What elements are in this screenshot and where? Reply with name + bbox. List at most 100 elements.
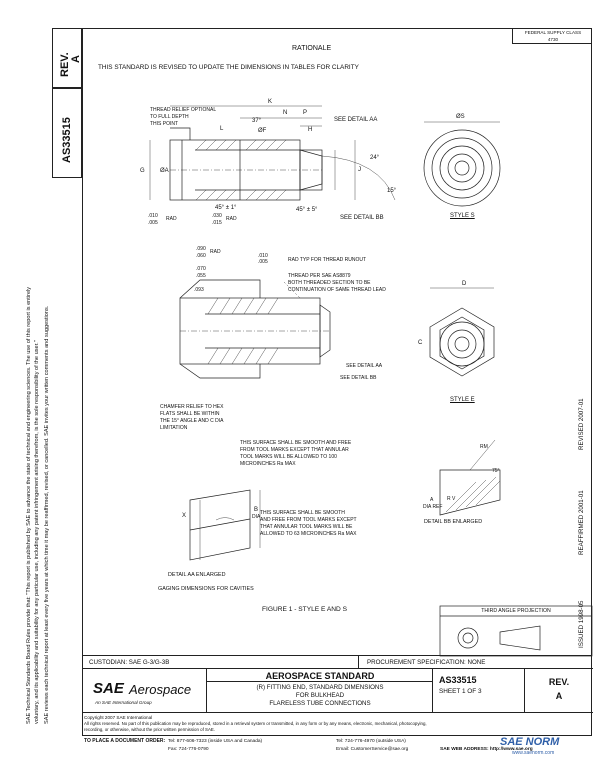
procurement: PROCUREMENT SPECIFICATION: NONE bbox=[367, 659, 486, 666]
dim-15deg: 15° bbox=[387, 188, 397, 194]
dim-phi-f: ØF bbox=[258, 128, 267, 134]
note-surface1-4: MICROINCHES Ra MAX bbox=[240, 461, 296, 467]
title-block: CUSTODIAN: SAE G-3/G-3B PROCUREMENT SPEC… bbox=[82, 656, 593, 736]
title-rev-value: A bbox=[555, 691, 563, 701]
dim-p: P bbox=[303, 110, 308, 116]
dim-h: H bbox=[308, 127, 313, 133]
note-surface2-2: AND FREE FROM TOOL MARKS EXCEPT bbox=[260, 517, 357, 523]
title-cell: AEROSPACE STANDARD (R) FITTING END, STAN… bbox=[207, 669, 433, 713]
note-continuation: CONTINUATION OF SAME THREAD LEAD bbox=[288, 287, 386, 293]
dim-l: L bbox=[220, 126, 224, 132]
sheet-number: SHEET 1 OF 3 bbox=[439, 688, 482, 695]
footer-order-label: TO PLACE A DOCUMENT ORDER: bbox=[84, 738, 166, 744]
description-2: FOR BULKHEAD bbox=[295, 692, 345, 699]
label-style-s: STYLE S bbox=[450, 213, 475, 219]
dim-phi-s: ØS bbox=[456, 114, 465, 120]
description-3: FLARELESS TUBE CONNECTIONS bbox=[269, 700, 371, 707]
dim-k: K bbox=[268, 99, 273, 105]
dim-c: C bbox=[418, 340, 423, 346]
label-detail-bb: DETAIL BB ENLARGED bbox=[424, 519, 483, 525]
dim-a: A bbox=[430, 497, 434, 503]
label-detail-aa: DETAIL AA ENLARGED bbox=[168, 572, 226, 578]
label-gaging: GAGING DIMENSIONS FOR CAVITIES bbox=[158, 586, 254, 592]
dim-n: N bbox=[283, 110, 288, 116]
dim-d: D bbox=[462, 281, 467, 287]
note-surface2-4: ALLOWED TO 63 MICROINCHES Ra MAX bbox=[260, 531, 357, 537]
dim-010-mid: .010 bbox=[258, 253, 268, 259]
note-full-depth: TO FULL DEPTH bbox=[150, 114, 189, 120]
dim-b: B bbox=[254, 507, 259, 513]
dim-rad-word-2: RAD bbox=[226, 216, 237, 222]
doc-number-cell: AS33515 SHEET 1 OF 3 bbox=[433, 669, 525, 713]
dim-dia-ref: DIA REF bbox=[423, 504, 443, 510]
footer-tel-2: Tel: 724-776-4970 (outside USA) bbox=[336, 739, 406, 744]
logo-tagline: An SAE International Group bbox=[95, 700, 152, 705]
note-thread-relief: THREAD RELIEF OPTIONAL bbox=[150, 107, 217, 113]
drawing-frame bbox=[82, 28, 592, 656]
rationale-title: RATIONALE bbox=[292, 45, 332, 52]
note-rad-typ: RAD TYP FOR THREAD RUNOUT bbox=[288, 257, 367, 263]
figure-caption: FIGURE 1 - STYLE E AND S bbox=[262, 606, 348, 613]
dim-070: .070 bbox=[196, 266, 206, 272]
footer-email: Email: CustomerService@sae.org bbox=[336, 747, 409, 752]
dim-45deg-a: 45° ± 1° bbox=[215, 205, 237, 211]
footer-web: SAE WEB ADDRESS: http://www.sae.org bbox=[440, 747, 533, 752]
footer-fax: Fax: 724-776-0790 bbox=[168, 747, 209, 752]
dim-rad-015: .015 bbox=[212, 220, 222, 226]
rev-cell: REV. A bbox=[525, 669, 593, 713]
note-chamfer-2: FLATS SHALL BE WITHIN bbox=[160, 411, 220, 417]
footer-rights: All rights reserved. No part of this pub… bbox=[84, 721, 427, 726]
standard-title: AEROSPACE STANDARD bbox=[265, 671, 375, 681]
note-surface2-3: THAT ANNULAR TOOL MARKS WILL BE bbox=[260, 524, 353, 530]
footer-tel-1: Tel: 877-606-7323 (inside USA and Canada… bbox=[168, 739, 263, 744]
dim-090: .090 bbox=[196, 246, 206, 252]
dim-37deg: 37° bbox=[252, 118, 262, 124]
dim-rad-030: .030 bbox=[212, 213, 222, 219]
sidebar-rev-box: REV. A bbox=[52, 28, 82, 88]
note-see-detail-aa: SEE DETAIL AA bbox=[346, 363, 383, 369]
note-surface2-1: THIS SURFACE SHALL BE SMOOTH bbox=[260, 510, 345, 516]
logo-sub: Aerospace bbox=[129, 682, 192, 697]
note-this-point: THIS POINT bbox=[150, 121, 179, 127]
dim-j: J bbox=[358, 167, 361, 173]
dim-x: X bbox=[182, 513, 187, 519]
dim-b-dia: DIA bbox=[252, 514, 261, 520]
dim-phi-a: ØA bbox=[160, 168, 169, 174]
custodian-cell: CUSTODIAN: SAE G-3/G-3B bbox=[83, 656, 359, 669]
dim-rad-010: .010 bbox=[148, 213, 158, 219]
note-surface1-3: TOOL MARKS WILL BE ALLOWED TO 100 bbox=[240, 454, 337, 460]
footer-rights-2: recording, or otherwise, without the pri… bbox=[84, 727, 216, 732]
note-chamfer-3: THE 15° ANGLE AND C DIA bbox=[160, 418, 224, 424]
watermark-brand: SAE NORM bbox=[500, 736, 560, 748]
note-surface1-2: FROM TOOL MARKS EXCEPT THAT ANNULAR bbox=[240, 447, 349, 453]
footer-copyright: Copyright 2007 SAE International bbox=[84, 715, 153, 720]
dim-g: G bbox=[140, 168, 145, 174]
custodian: CUSTODIAN: SAE G-3/G-3B bbox=[89, 659, 170, 666]
logo-main: SAE bbox=[93, 680, 124, 697]
dim-rad-word-1: RAD bbox=[166, 216, 177, 222]
note-chamfer-4: LIMITATION bbox=[160, 425, 188, 431]
dim-rm: RM bbox=[480, 444, 488, 450]
watermark-url: www.saenorm.com bbox=[512, 750, 555, 756]
sidebar-doc-box: AS33515 bbox=[52, 88, 82, 178]
label-style-e: STYLE E bbox=[450, 397, 475, 403]
dim-005-mid: .005 bbox=[258, 259, 268, 265]
note-both-threaded: BOTH THREADED SECTION TO BE bbox=[288, 280, 371, 286]
dim-24deg: 24° bbox=[370, 155, 380, 161]
federal-class-value: 4730 bbox=[547, 37, 559, 42]
note-thread-per: THREAD PER SAE AS8879 bbox=[288, 273, 351, 279]
dim-rad-005: .005 bbox=[148, 220, 158, 226]
federal-class-box: FEDERAL SUPPLY CLASS 4730 bbox=[512, 28, 592, 44]
note-surface1-1: THIS SURFACE SHALL BE SMOOTH AND FREE bbox=[240, 440, 352, 446]
dim-055: .055 bbox=[196, 273, 206, 279]
dim-45deg-b: 45° ± 5° bbox=[296, 207, 318, 213]
dim-093: .093 bbox=[194, 287, 204, 293]
dim-rv: R V bbox=[447, 496, 456, 502]
description-1: (R) FITTING END, STANDARD DIMENSIONS bbox=[256, 684, 384, 691]
note-see-detail-bb: SEE DETAIL BB bbox=[340, 375, 377, 381]
title-rev-label: REV. bbox=[548, 677, 570, 687]
note-see-detail-bb-top: SEE DETAIL BB bbox=[340, 215, 384, 221]
federal-class-label: FEDERAL SUPPLY CLASS bbox=[524, 30, 582, 35]
dim-rad-mid: RAD bbox=[210, 249, 221, 255]
